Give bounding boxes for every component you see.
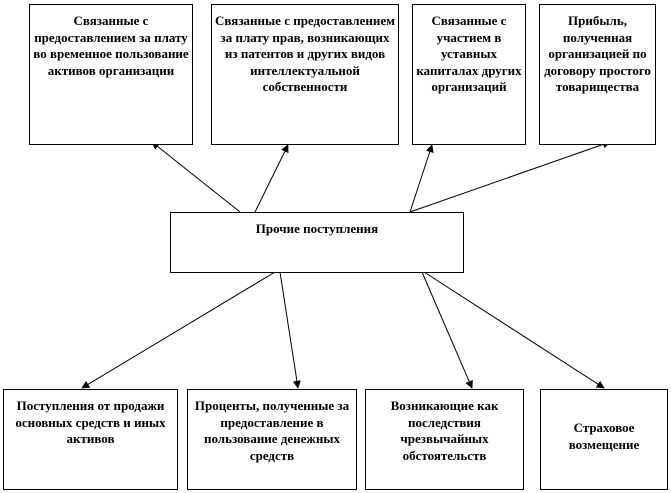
arrow-to-top-box-3 <box>409 144 434 213</box>
arrow-to-bottom-box-1 <box>81 271 276 389</box>
bottom-box-2: Проценты, полученные за предоставление в… <box>187 389 357 490</box>
arrow-to-bottom-box-2 <box>279 271 301 389</box>
arrow-to-top-box-2 <box>254 144 289 213</box>
arrow-to-bottom-box-4 <box>423 271 605 389</box>
top-box-3: Связанные с участием в уставных капитала… <box>412 4 526 145</box>
top-box-2: Связанные с предоставлением за плату пра… <box>211 4 399 145</box>
arrow-to-bottom-box-3 <box>421 271 473 389</box>
center-box: Прочие поступления <box>170 212 464 273</box>
bottom-box-4: Страховое возмещение <box>540 389 668 490</box>
arrow-to-top-box-1 <box>151 141 241 213</box>
arrow-to-top-box-4 <box>409 140 611 213</box>
top-box-4: Прибыль, полученная организацией по дого… <box>539 4 656 145</box>
top-box-1: Связанные с предоставлением за плату во … <box>29 4 193 145</box>
bottom-box-3: Возникающие как последствия чрезвычайных… <box>365 389 524 490</box>
bottom-box-1: Поступления от продажи основных средств … <box>3 389 178 490</box>
